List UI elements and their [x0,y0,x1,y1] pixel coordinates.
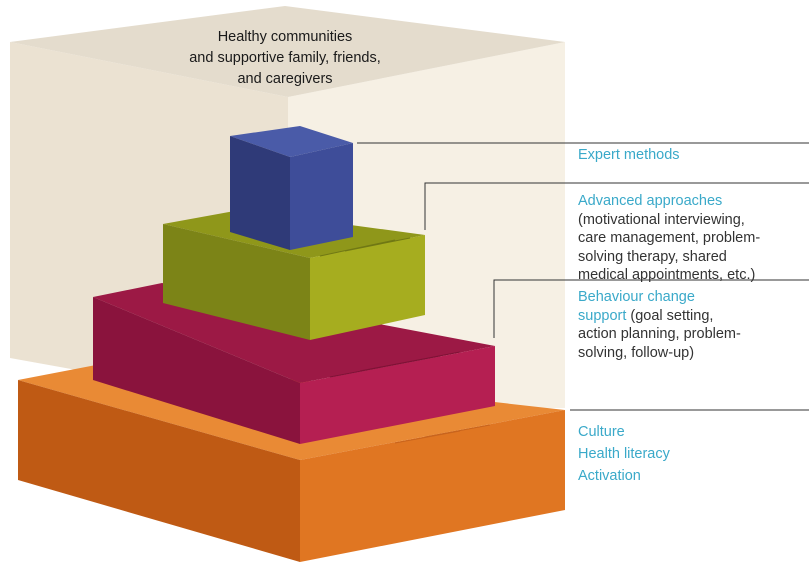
advanced-approaches-label: Advanced approaches (motivational interv… [578,192,760,285]
leader-lines [357,142,809,411]
environment-box [10,6,565,408]
advanced-approaches-detail-4: medical appointments, etc.) [578,267,756,283]
leader-line-behaviour [493,279,809,338]
advanced-layer-left [163,224,310,340]
behaviour-change-detail-3: solving, follow-up) [578,344,695,361]
base-layer-seams [394,424,491,444]
advanced-layer-seams [319,237,411,257]
base-layer-right [300,410,565,562]
advanced-layer-right [310,235,425,340]
environment-top-face [10,6,565,97]
base-item-activation: Activation [578,468,641,484]
expert-methods-title: Expert methods [578,147,680,163]
environment-label: Healthy communities and supportive famil… [150,27,420,90]
base-item-health-literacy: Health literacy [578,446,670,462]
expert-cube-top [230,126,353,157]
behaviour-change-label: Behaviour change support (goal setting, … [578,288,748,362]
expert-cube [230,126,353,250]
behaviour-change-detail-1: (goal setting, [626,307,714,324]
behaviour-layer-seams [329,351,461,378]
expert-cube-right [290,143,353,250]
leader-line-advanced [424,182,809,230]
environment-label-line2: and supportive family, friends, [189,50,381,66]
expert-cube-left [230,136,290,250]
advanced-approaches-title: Advanced approaches [578,193,723,209]
expert-methods-label: Expert methods [578,146,680,165]
environment-label-line1: Healthy communities [217,29,353,45]
advanced-approaches-detail-1: (motivational interviewing, [578,211,745,228]
base-layer-label: Culture Health literacy Activation [578,421,670,487]
environment-label-line3: and caregivers [237,71,333,87]
behaviour-change-detail-2: action planning, problem- [578,326,741,342]
advanced-approaches-detail-2: care management, problem- [578,230,761,246]
base-item-culture: Culture [578,424,625,440]
behaviour-change-title-1: Behaviour change [578,289,695,305]
behaviour-layer-right [300,346,495,444]
advanced-approaches-detail-3: solving therapy, shared [578,248,727,265]
base-layer-left [18,380,300,562]
behaviour-change-title-2: support [578,307,627,324]
behaviour-layer-left [93,297,300,444]
